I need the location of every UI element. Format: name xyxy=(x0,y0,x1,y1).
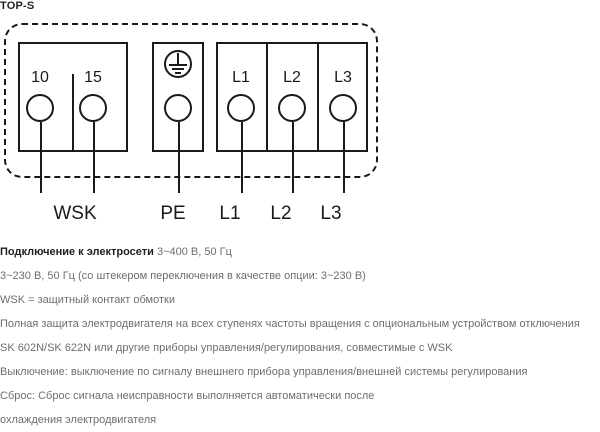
note-line-4: Полная защита электродвигателя на всех с… xyxy=(0,318,580,330)
terminal-box-enclosure xyxy=(4,23,378,178)
note-line-2: 3~230 В, 50 Гц (со штекером переключения… xyxy=(0,270,366,282)
lead-wire-l2 xyxy=(292,122,294,193)
bottom-label-l2: L2 xyxy=(270,203,292,224)
terminal-contact-10 xyxy=(26,94,54,122)
terminal-label-l2: L2 xyxy=(283,69,301,86)
terminal-contact-l3 xyxy=(329,94,357,122)
note-line-5: SK 602N/SK 622N или другие приборы управ… xyxy=(0,342,453,354)
note-line-6: Выключение: выключение по сигналу внешне… xyxy=(0,366,528,378)
note-line-3: WSK = защитный контакт обмотки xyxy=(0,294,175,306)
bottom-label-l1: L1 xyxy=(219,203,241,224)
bottom-label-l3: L3 xyxy=(320,203,342,224)
notes-section: Подключение к электросети 3~400 В, 50 Гц… xyxy=(0,240,600,432)
lead-wire-l3 xyxy=(343,122,345,193)
terminal-contact-15 xyxy=(79,94,107,122)
lead-wire-pe xyxy=(178,122,180,193)
bottom-label-wsk: WSK xyxy=(53,203,97,224)
terminal-label-15: 15 xyxy=(84,69,102,86)
terminal-contact-l2 xyxy=(278,94,306,122)
earth-ground-icon xyxy=(163,49,193,79)
note-line-1-bold: Подключение к электросети xyxy=(0,246,154,258)
terminal-contact-l1 xyxy=(227,94,255,122)
note-line-1-rest: 3~400 В, 50 Гц xyxy=(153,246,232,258)
lead-wire-15 xyxy=(93,122,95,193)
terminal-label-l1: L1 xyxy=(232,69,250,86)
terminal-label-l3: L3 xyxy=(334,69,352,86)
note-line-8: охлаждения электродвигателя xyxy=(0,414,157,426)
terminal-divider-l1-l2 xyxy=(266,42,268,152)
terminal-divider-l2-l3 xyxy=(317,42,319,152)
note-line-7: Сброс: Сброс сигнала неисправности выпол… xyxy=(0,390,375,402)
lead-wire-l1 xyxy=(241,122,243,193)
note-line-1: Подключение к электросети 3~400 В, 50 Гц xyxy=(0,240,600,264)
page-title: TOP-S xyxy=(0,0,35,12)
lead-wire-10 xyxy=(40,122,42,193)
terminal-contact-pe xyxy=(164,94,192,122)
terminal-label-10: 10 xyxy=(31,69,49,86)
terminal-divider-wsk xyxy=(72,74,74,152)
bottom-label-pe: PE xyxy=(160,203,186,224)
wiring-diagram: 10 15 L1 L2 L3 WSK PE L1 L2 L3 xyxy=(0,18,400,233)
